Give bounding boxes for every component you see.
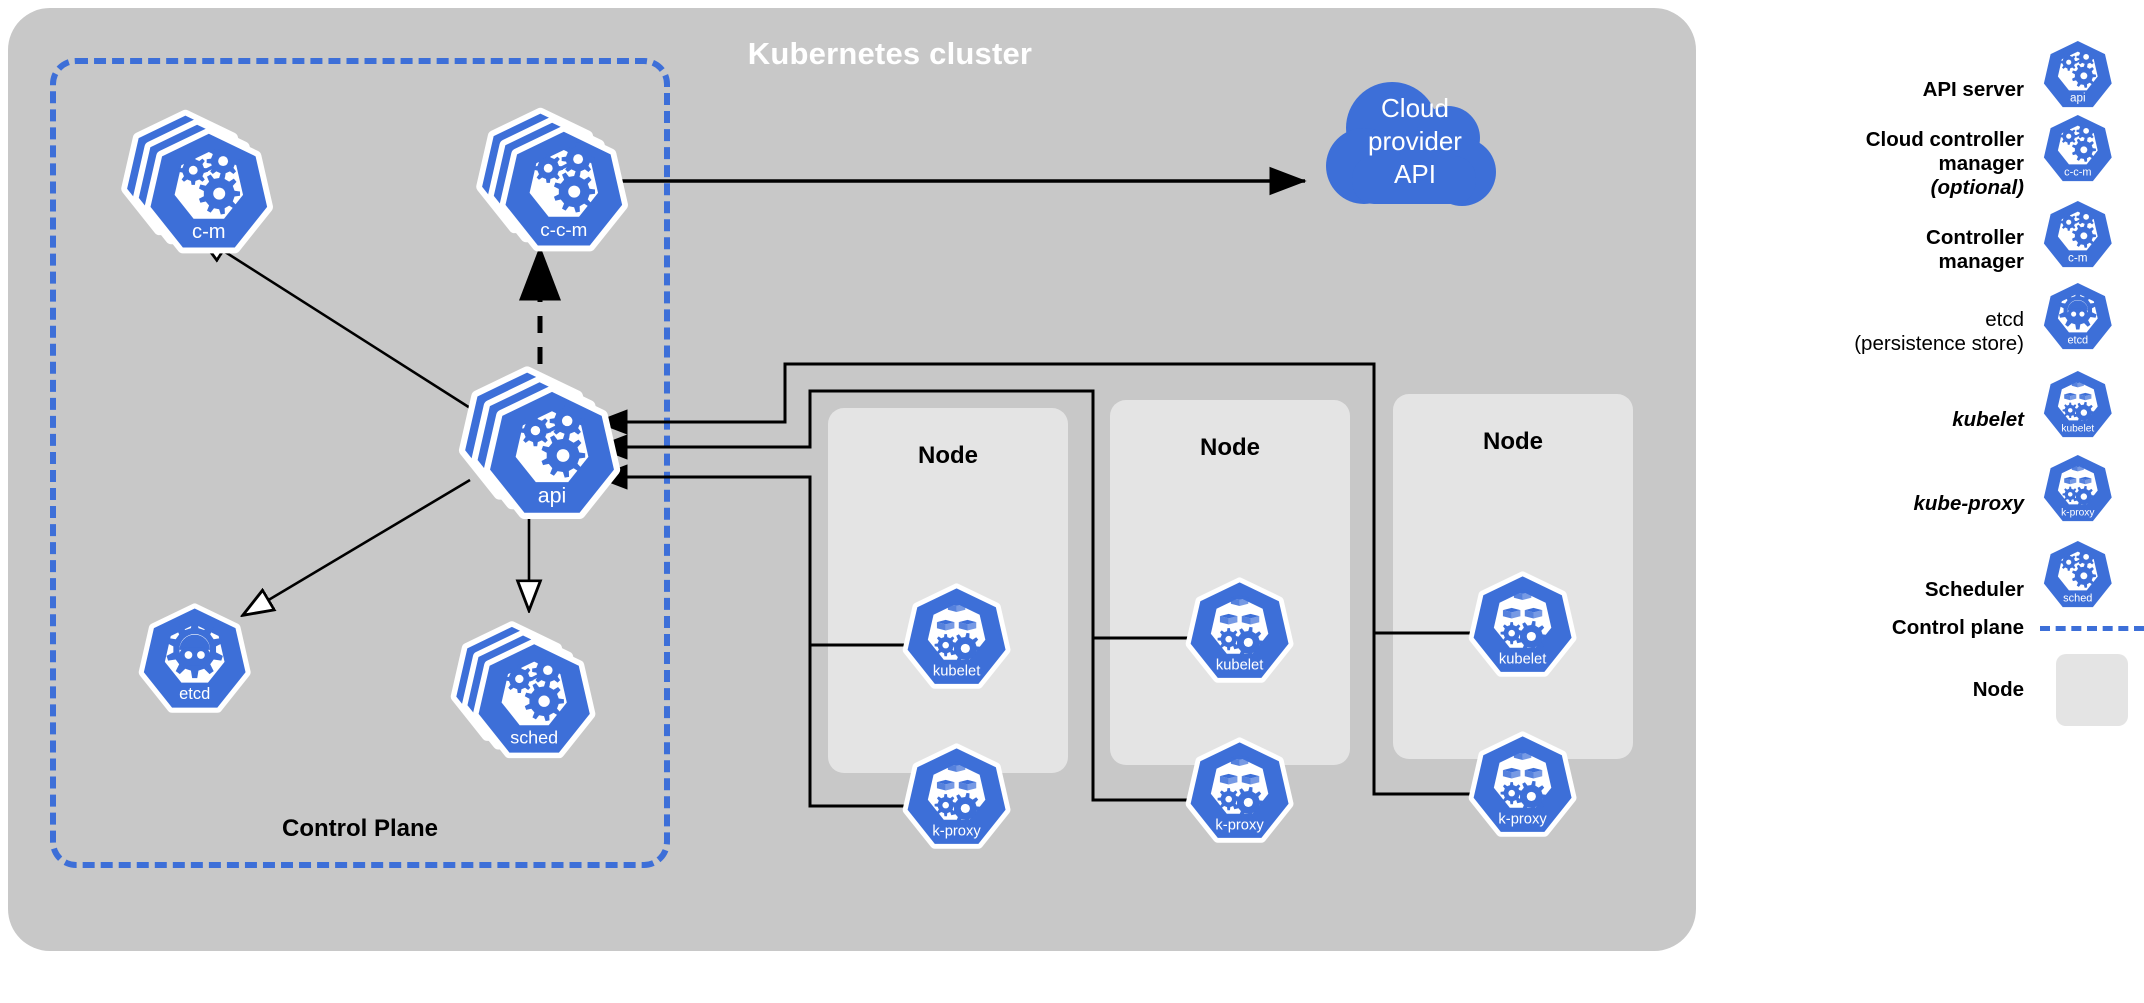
legend-row-kubelet[interactable]: kubelet kubelet (1730, 367, 2144, 472)
legend-label-line3: (optional) (1930, 176, 2024, 199)
svg-text:c-c-m: c-c-m (2064, 166, 2091, 178)
page-title: Kubernetes cluster (747, 36, 1033, 71)
legend-dashed-line-swatch (2040, 608, 2144, 648)
legend-row-scheduler[interactable]: Scheduler sched (1730, 537, 2144, 642)
svg-text:sched: sched (2063, 592, 2092, 604)
cloud-label-line3: API (1394, 159, 1436, 189)
cloud-provider-api-shape (1326, 82, 1496, 206)
legend-label-line1: Controller (1926, 226, 2024, 249)
node-title: Node (918, 442, 978, 469)
boxes-gears-icon: kubelet (1468, 571, 1577, 681)
boxes-gears-icon: k-proxy (2040, 451, 2144, 533)
boxes-gears-icon: k-proxy (1185, 737, 1294, 847)
legend-icon-c-c-m: c-c-m (2040, 111, 2144, 216)
legend-row-cloud-controller-manager[interactable]: Cloud controller manager (optional) c-c-… (1730, 111, 2144, 216)
node-swatch-icon (2056, 654, 2128, 726)
legend-icon-etcd: etcd (2040, 279, 2144, 384)
svg-text:k-proxy: k-proxy (2061, 507, 2095, 518)
svg-text:c-m: c-m (2068, 251, 2088, 264)
gears-icon: c-c-m (2040, 111, 2144, 193)
legend-label-line1: etcd (1985, 308, 2024, 331)
etcd-icon: etcd (2040, 279, 2144, 361)
svg-text:etcd: etcd (2067, 334, 2088, 346)
gears-icon: api (2040, 37, 2144, 119)
boxes-gears-icon: k-proxy (902, 743, 1011, 853)
legend-icon-c-m: c-m (2040, 197, 2144, 302)
svg-text:api: api (538, 483, 567, 507)
node-title: Node (1483, 428, 1543, 455)
svg-text:k-proxy: k-proxy (932, 824, 981, 840)
legend-label-line2: (persistence store) (1854, 332, 2024, 355)
legend-row-controller-manager[interactable]: Controller manager c-m (1730, 197, 2144, 302)
gears-icon: sched (2040, 537, 2144, 619)
svg-text:kubelet: kubelet (933, 664, 981, 680)
svg-text:kubelet: kubelet (1216, 658, 1264, 674)
legend: API server api Cloud controller manager … (1730, 0, 2144, 1003)
legend-icon-kubelet: kubelet (2040, 367, 2144, 472)
svg-text:kubelet: kubelet (1499, 652, 1547, 668)
svg-text:kubelet: kubelet (2061, 423, 2094, 434)
legend-node-swatch (2040, 650, 2144, 730)
legend-label-line2: manager (1938, 152, 2024, 175)
legend-label: Node (1972, 678, 2024, 701)
legend-label: kubelet (1730, 408, 2040, 432)
gears-icon: c-m (110, 100, 274, 264)
legend-label: etcd (persistence store) (1730, 308, 2040, 356)
svg-text:k-proxy: k-proxy (1215, 818, 1264, 834)
cloud-label-line2: provider (1368, 126, 1462, 156)
legend-icon-sched: sched (2040, 537, 2144, 642)
legend-row-api-server[interactable]: API server api (1730, 37, 2144, 142)
gears-icon: c-m (2040, 197, 2144, 279)
legend-label: API server (1922, 78, 2024, 101)
boxes-gears-icon: k-proxy (1468, 731, 1577, 841)
svg-text:etcd: etcd (179, 685, 210, 703)
legend-row-kube-proxy[interactable]: kube-proxy k-proxy (1730, 451, 2144, 556)
boxes-gears-icon: kubelet (902, 583, 1011, 693)
cloud-label-line1: Cloud (1381, 93, 1449, 123)
cloud-provider-api-label: Cloud provider API (1325, 92, 1505, 191)
legend-icon-api: api (2040, 37, 2144, 142)
gears-icon: api (447, 356, 621, 530)
legend-label: Control plane (1891, 616, 2024, 639)
control-plane-label: Control Plane (281, 815, 438, 842)
boxes-gears-icon: kubelet (2040, 367, 2144, 449)
dashed-line-icon (2040, 625, 2144, 631)
legend-label: Controller manager (1730, 226, 2040, 274)
legend-icon-k-proxy: k-proxy (2040, 451, 2144, 556)
boxes-gears-icon: kubelet (1185, 577, 1294, 687)
legend-label-line1: Cloud controller (1865, 128, 2024, 151)
legend-label: Scheduler (1924, 578, 2024, 601)
legend-row-etcd[interactable]: etcd (persistence store) etcd (1730, 279, 2144, 384)
node-title: Node (1200, 434, 1260, 461)
gears-icon: sched (440, 612, 596, 768)
svg-text:c-m: c-m (192, 221, 226, 243)
legend-label: kube-proxy (1730, 492, 2040, 516)
legend-label-text: kubelet (1952, 408, 2024, 431)
legend-row-node[interactable]: Node (1730, 650, 2144, 730)
legend-label-text: kube-proxy (1913, 492, 2025, 515)
legend-row-control-plane[interactable]: Control plane (1730, 608, 2144, 648)
svg-text:api: api (2070, 91, 2086, 104)
legend-label: Cloud controller manager (optional) (1730, 128, 2040, 200)
svg-text:sched: sched (510, 727, 558, 747)
svg-text:k-proxy: k-proxy (1498, 812, 1547, 828)
legend-label-line2: manager (1938, 250, 2024, 273)
svg-text:c-c-m: c-c-m (540, 219, 587, 240)
gears-icon: c-c-m (465, 98, 629, 262)
etcd-icon: etcd (138, 603, 251, 717)
